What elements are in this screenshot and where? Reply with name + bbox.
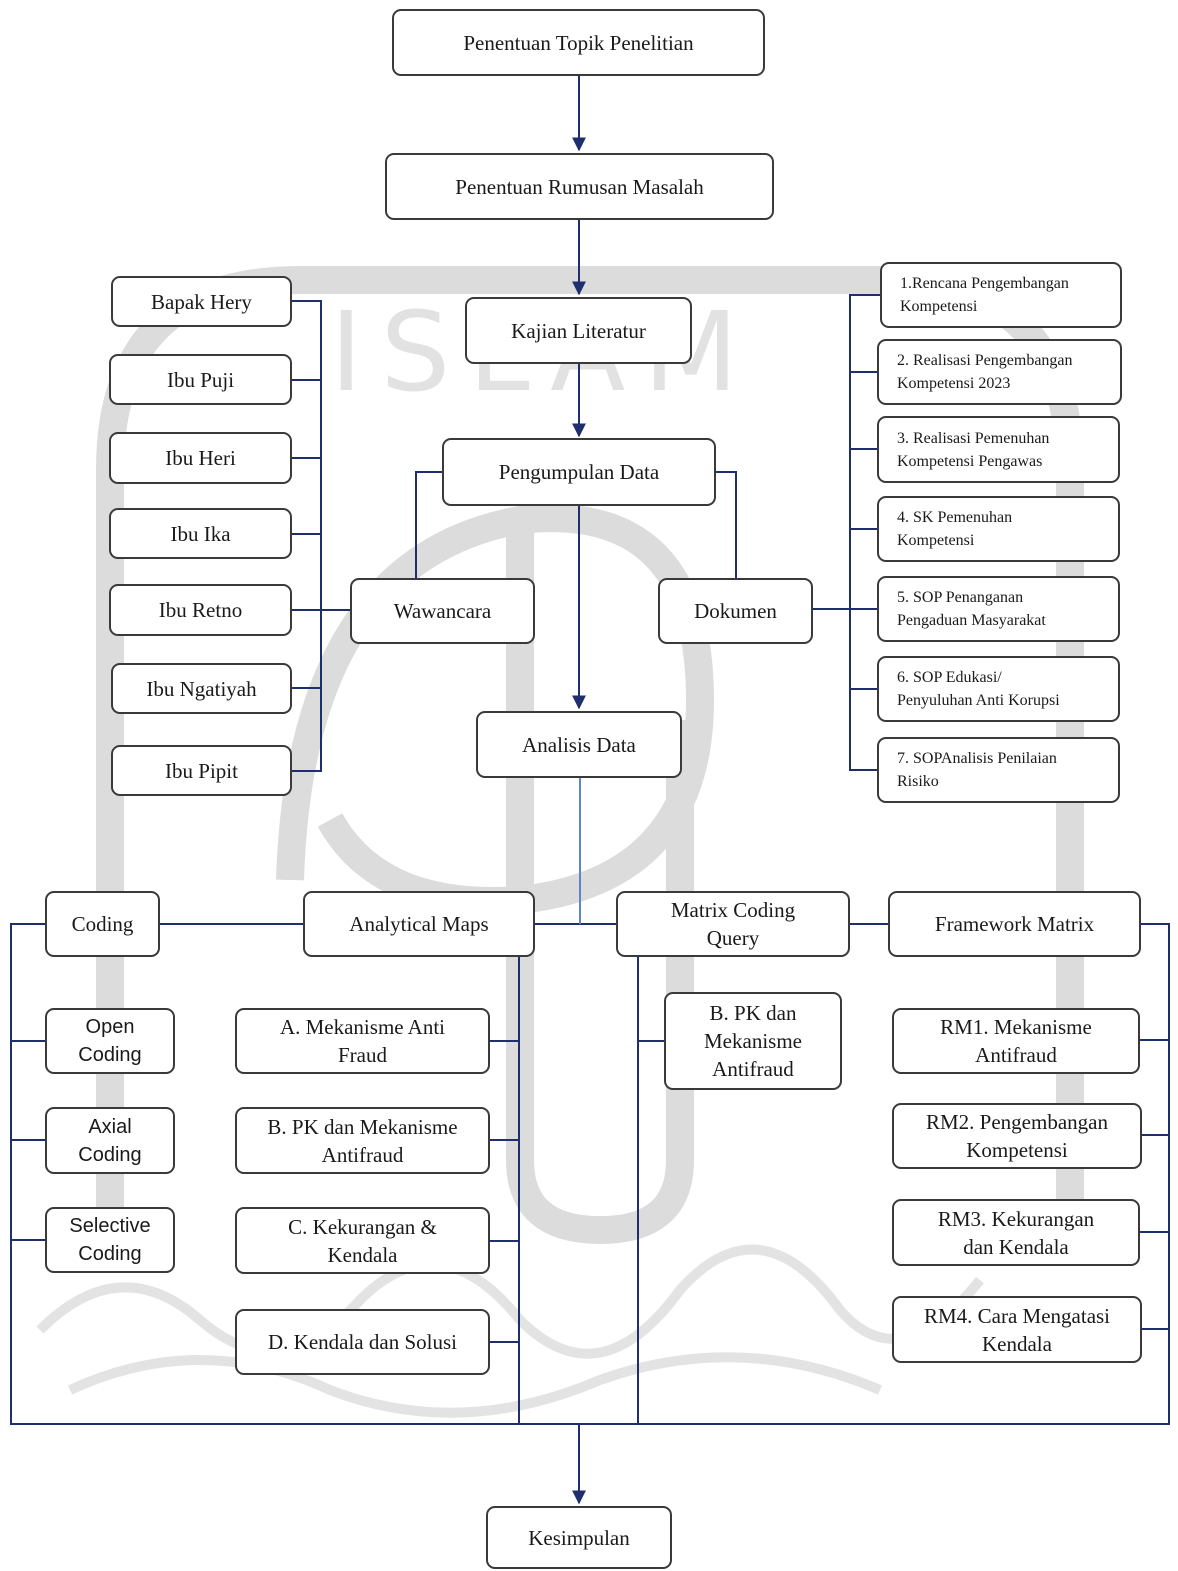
- document-label: 3. Realisasi Pemenuhan Kompetensi Pengaw…: [897, 429, 1050, 470]
- rumusan-box: Penentuan Rumusan Masalah: [385, 153, 774, 220]
- topik-label: Penentuan Topik Penelitian: [463, 30, 694, 55]
- kesimpulan-box: Kesimpulan: [486, 1506, 672, 1569]
- pengumpulan-box: Pengumpulan Data: [442, 438, 716, 506]
- maps-item-box: B. PK dan Mekanisme Antifraud: [235, 1107, 490, 1174]
- informant-box: Ibu Ngatiyah: [111, 663, 292, 714]
- coding-type-box: Selective Coding: [45, 1207, 175, 1273]
- informant-label: Ibu Pipit: [165, 758, 238, 783]
- document-box: 6. SOP Edukasi/ Penyuluhan Anti Korupsi: [877, 656, 1120, 722]
- framework-item-box: RM4. Cara Mengatasi Kendala: [892, 1296, 1142, 1363]
- wawancara-box: Wawancara: [350, 578, 535, 644]
- coding-label: Coding: [71, 912, 134, 936]
- coding-type-label: Open Coding: [78, 1016, 142, 1066]
- informant-label: Ibu Puji: [166, 367, 235, 392]
- informant-box: Ibu Pipit: [111, 745, 292, 796]
- maps-item-label: C. Kekurangan & Kendala: [288, 1214, 437, 1267]
- maps-item-box: D. Kendala dan Solusi: [235, 1309, 490, 1375]
- informant-box: Ibu Heri: [109, 432, 292, 484]
- informant-label: Bapak Hery: [151, 289, 252, 314]
- maps-item-label: B. PK dan Mekanisme Antifraud: [267, 1114, 458, 1167]
- maps-item-label: D. Kendala dan Solusi: [268, 1330, 457, 1354]
- connector-to-dokumen: [716, 471, 737, 578]
- document-box: 1.Rencana Pengembangan Kompetensi: [880, 262, 1122, 328]
- dokumen-label: Dokumen: [694, 599, 777, 623]
- connector-to-wawancara: [415, 471, 442, 578]
- informant-box: Ibu Puji: [109, 354, 292, 405]
- informant-box: Bapak Hery: [111, 276, 292, 327]
- kajian-box: Kajian Literatur: [465, 297, 692, 364]
- document-box: 3. Realisasi Pemenuhan Kompetensi Pengaw…: [877, 416, 1120, 483]
- framework-item-label: RM3. Kekurangan dan Kendala: [937, 1206, 1095, 1259]
- rumusan-label: Penentuan Rumusan Masalah: [455, 174, 704, 199]
- informant-label: Ibu Ika: [170, 521, 231, 546]
- coding-type-label: Selective Coding: [69, 1215, 151, 1265]
- coding-type-label: Axial Coding: [78, 1115, 142, 1166]
- topik-box: Penentuan Topik Penelitian: [392, 9, 765, 76]
- coding-box: Coding: [45, 891, 160, 957]
- document-box: 4. SK Pemenuhan Kompetensi: [877, 496, 1120, 562]
- document-label: 2. Realisasi Pengembangan Kompetensi 202…: [897, 352, 1073, 392]
- informant-label: Ibu Heri: [165, 446, 236, 470]
- document-label: 1.Rencana Pengembangan Kompetensi: [900, 275, 1069, 315]
- framework-item-box: RM2. Pengembangan Kompetensi: [892, 1103, 1142, 1169]
- framework-item-box: RM1. Mekanisme Antifraud: [892, 1008, 1140, 1074]
- informants-bracket: [292, 300, 322, 772]
- matrix-coding-query-box: Matrix Coding Query: [616, 891, 850, 957]
- maps-item-box: C. Kekurangan & Kendala: [235, 1207, 490, 1274]
- framework-item-label: RM2. Pengembangan Kompetensi: [926, 1110, 1108, 1162]
- analisis-label: Analisis Data: [522, 732, 636, 757]
- dokumen-box: Dokumen: [658, 578, 813, 644]
- analytical-maps-box: Analytical Maps: [303, 891, 535, 957]
- document-box: 5. SOP Penanganan Pengaduan Masyarakat: [877, 576, 1120, 642]
- document-label: 5. SOP Penanganan Pengaduan Masyarakat: [897, 589, 1046, 629]
- framework-matrix-box: Framework Matrix: [888, 891, 1141, 957]
- document-label: 6. SOP Edukasi/ Penyuluhan Anti Korupsi: [897, 669, 1060, 709]
- coding-type-box: Open Coding: [45, 1008, 175, 1074]
- analisis-box: Analisis Data: [476, 711, 682, 778]
- maps-item-label: A. Mekanisme Anti Fraud: [279, 1015, 446, 1067]
- document-label: 4. SK Pemenuhan Kompetensi: [897, 509, 1013, 549]
- matrix-item-label: B. PK dan Mekanisme Antifraud: [704, 1001, 802, 1081]
- framework-matrix-label: Framework Matrix: [934, 912, 1095, 936]
- maps-item-box: A. Mekanisme Anti Fraud: [235, 1008, 490, 1074]
- wawancara-label: Wawancara: [393, 599, 492, 623]
- informant-box: Ibu Retno: [109, 584, 292, 636]
- informant-box: Ibu Ika: [109, 508, 292, 559]
- informant-label: Ibu Ngatiyah: [146, 676, 257, 701]
- kajian-label: Kajian Literatur: [511, 318, 646, 343]
- matrix-item-box: B. PK dan Mekanisme Antifraud: [664, 992, 842, 1090]
- matrix-coding-query-label: Matrix Coding Query: [670, 898, 796, 950]
- informant-label: Ibu Retno: [158, 598, 243, 622]
- framework-item-label: RM4. Cara Mengatasi Kendala: [923, 1303, 1111, 1356]
- framework-item-box: RM3. Kekurangan dan Kendala: [892, 1199, 1140, 1266]
- document-label: 7. SOPAnalisis Penilaian Risiko: [897, 750, 1057, 790]
- pengumpulan-label: Pengumpulan Data: [498, 460, 660, 484]
- analytical-maps-label: Analytical Maps: [349, 912, 489, 936]
- documents-bracket: [849, 294, 880, 771]
- document-box: 2. Realisasi Pengembangan Kompetensi 202…: [877, 339, 1122, 405]
- document-box: 7. SOPAnalisis Penilaian Risiko: [877, 737, 1120, 803]
- framework-item-label: RM1. Mekanisme Antifraud: [940, 1015, 1092, 1067]
- kesimpulan-label: Kesimpulan: [528, 1525, 630, 1550]
- coding-type-box: Axial Coding: [45, 1107, 175, 1174]
